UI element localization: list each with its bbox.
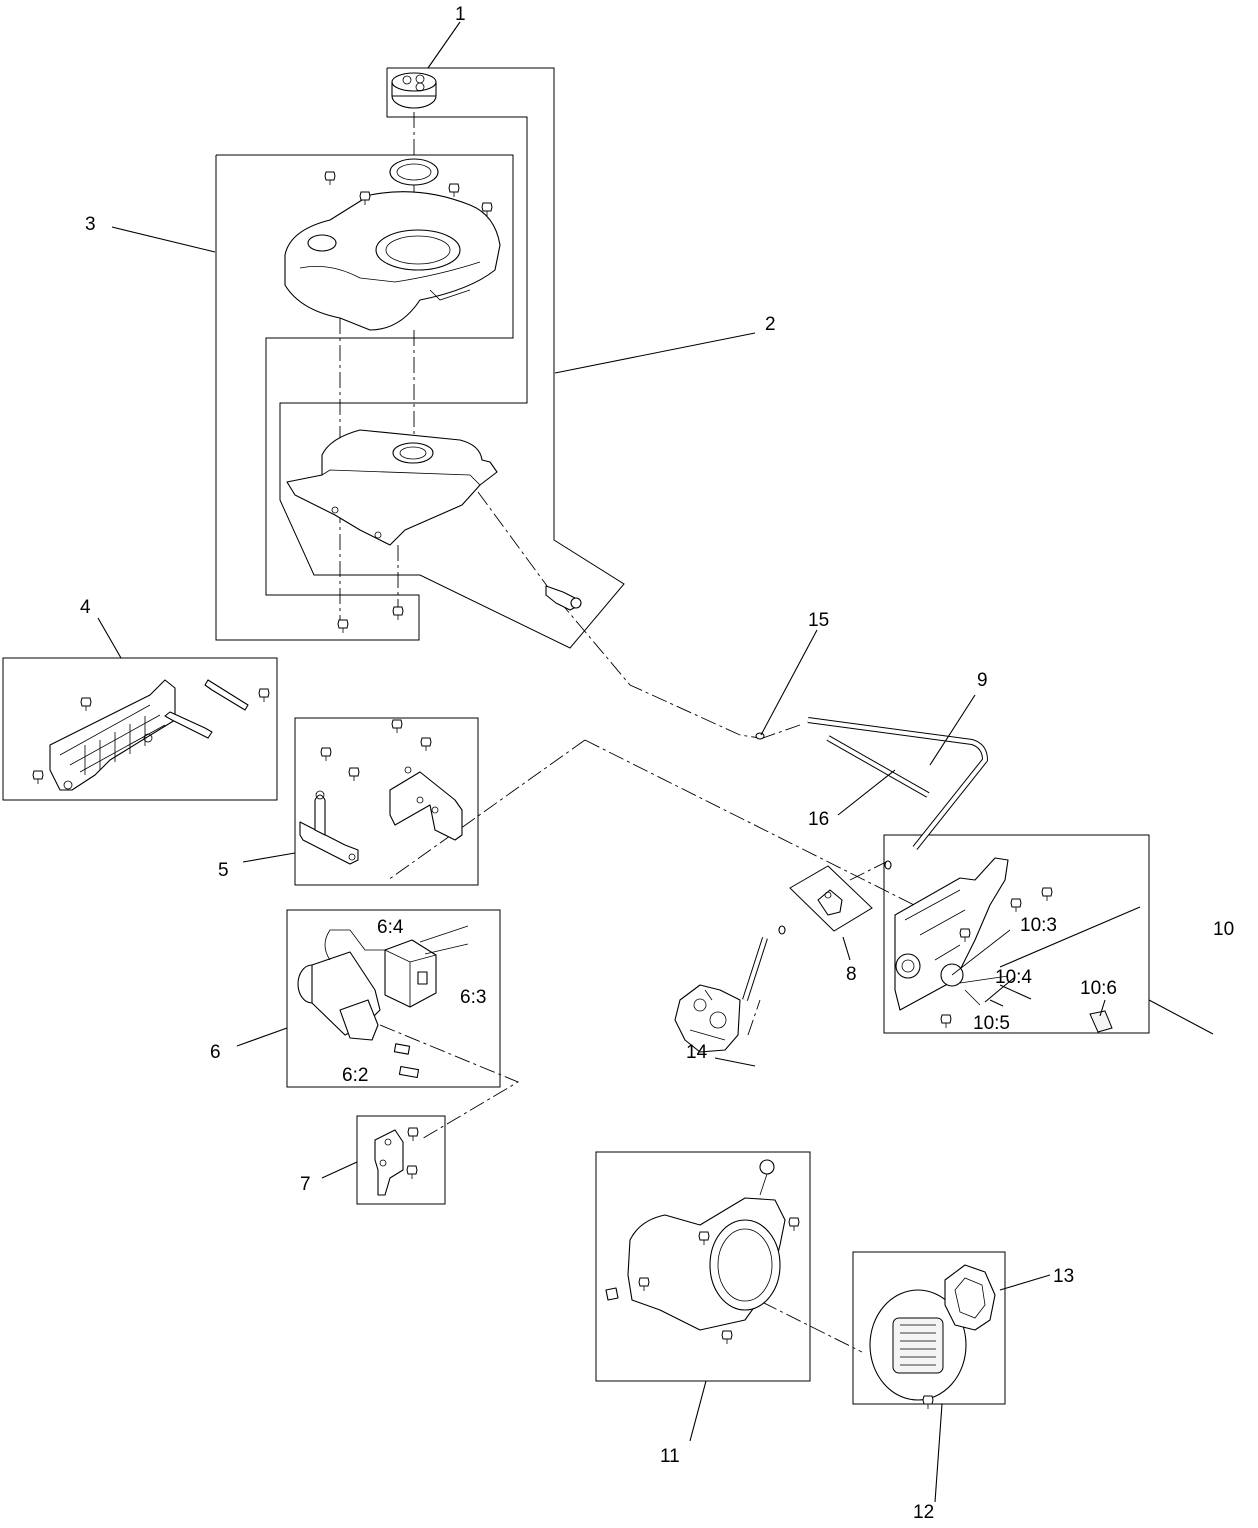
callout-5: 5 bbox=[218, 860, 229, 881]
callout-6-2: 6:2 bbox=[342, 1065, 368, 1086]
tank-cover-part bbox=[284, 158, 501, 331]
callout-10-6: 10:6 bbox=[1080, 978, 1117, 999]
part-5-brackets bbox=[299, 719, 463, 865]
part-8-14-carburetor bbox=[674, 889, 843, 1053]
frame-tank-cover-assembly bbox=[215, 154, 514, 641]
callout-10-5: 10:5 bbox=[973, 1013, 1010, 1034]
callout-10-4: 10:4 bbox=[995, 967, 1032, 988]
callout-1: 1 bbox=[455, 4, 466, 25]
callout-4: 4 bbox=[80, 597, 91, 618]
callout-14: 14 bbox=[686, 1042, 708, 1063]
frame-part-8 bbox=[789, 865, 873, 932]
part-12-13-recoil-starter bbox=[869, 1264, 996, 1410]
callout-16: 16 bbox=[808, 809, 829, 830]
frame-part-5 bbox=[294, 717, 479, 886]
callout-10-3: 10:3 bbox=[1020, 915, 1057, 936]
fuel-line-parts bbox=[755, 717, 988, 870]
callout-6: 6 bbox=[210, 1042, 221, 1063]
frame-fuel-tank-assembly bbox=[279, 67, 625, 649]
frame-part-4 bbox=[2, 657, 278, 801]
callout-3: 3 bbox=[85, 214, 96, 235]
callout-6-3: 6:3 bbox=[460, 987, 486, 1008]
callout-9: 9 bbox=[977, 670, 988, 691]
callout-7: 7 bbox=[300, 1174, 311, 1195]
frame-part-6 bbox=[286, 909, 501, 1088]
leader-lines bbox=[97, 21, 1214, 1503]
callout-15: 15 bbox=[808, 610, 829, 631]
frame-part-7 bbox=[356, 1115, 446, 1205]
callout-2: 2 bbox=[765, 314, 776, 335]
part-7-bracket bbox=[374, 1127, 419, 1196]
callout-10: 10 bbox=[1213, 919, 1234, 940]
callout-6-4: 6:4 bbox=[377, 917, 404, 938]
callout-12: 12 bbox=[913, 1502, 934, 1523]
callout-labels: 1 2 3 4 5 6 6:2 6:3 6:4 7 8 9 10 10:3 10… bbox=[80, 4, 1234, 1523]
fuel-tank-part bbox=[286, 429, 582, 634]
fuel-cap-part bbox=[391, 72, 437, 109]
callout-11: 11 bbox=[660, 1446, 680, 1467]
part-6-starter bbox=[297, 925, 469, 1079]
frame-part-11 bbox=[595, 1151, 811, 1382]
assembly-frames bbox=[2, 67, 1150, 1405]
callout-13: 13 bbox=[1053, 1266, 1074, 1287]
alignment-lines bbox=[339, 112, 961, 1353]
callout-8: 8 bbox=[846, 964, 857, 985]
part-10-control-panel bbox=[894, 857, 1113, 1033]
frame-part-10 bbox=[883, 834, 1150, 1034]
part-11-blower-housing bbox=[605, 1159, 800, 1345]
part-4-shield bbox=[32, 679, 270, 791]
